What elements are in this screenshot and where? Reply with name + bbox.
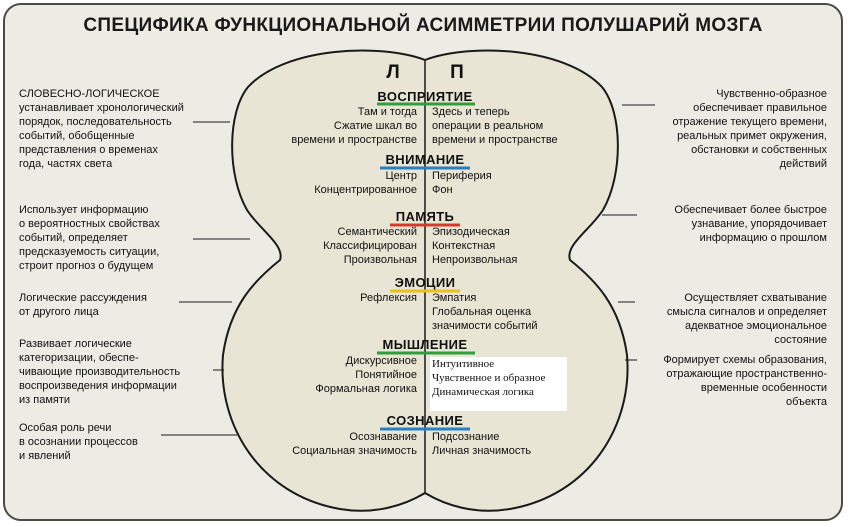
section-title-memory: ПАМЯТЬ xyxy=(345,209,505,224)
diagram-frame: СПЕЦИФИКА ФУНКЦИОНАЛЬНОЙ АСИММЕТРИИ ПОЛУ… xyxy=(3,3,843,521)
note-line: порядок, последовательность xyxy=(19,115,184,129)
note-line: устанавливает хронологический xyxy=(19,101,184,115)
consciousness-left-item: Осознавание xyxy=(292,430,417,444)
note-line: информацию о прошлом xyxy=(674,231,827,245)
memory-left-item: Классифицирован xyxy=(323,239,417,253)
attention-right-item: Фон xyxy=(432,183,492,197)
right-note-3: Осуществляет схватывание смысла сигналов… xyxy=(667,291,827,347)
left-note-3: Логические рассуждения от другого лица xyxy=(19,291,147,319)
note-line: действий xyxy=(672,157,827,171)
emotions-right-item: значимости событий xyxy=(432,319,538,333)
note-line: о вероятностных свойствах xyxy=(19,217,160,231)
memory-right-item: Контекстная xyxy=(432,239,517,253)
note-line: отражающие пространственно- xyxy=(663,367,827,381)
memory-left-item: Семантический xyxy=(323,225,417,239)
section-title-perception: ВОСПРИЯТИЕ xyxy=(345,89,505,104)
note-line: чивающие производительность xyxy=(19,365,180,379)
note-line: от другого лица xyxy=(19,305,147,319)
memory-left: Семантический Классифицирован Произвольн… xyxy=(323,225,417,267)
section-title-attention: ВНИМАНИЕ xyxy=(345,152,505,167)
note-line: обеспечивает правильное xyxy=(672,101,827,115)
note-line: Чувственно-образное xyxy=(672,87,827,101)
attention-right: Периферия Фон xyxy=(432,169,492,197)
note-line: событий, определяет xyxy=(19,231,160,245)
note-line: Формирует схемы образования, xyxy=(663,353,827,367)
attention-left-item: Центр xyxy=(314,169,417,183)
perception-left-item: Сжатие шкал во xyxy=(291,119,417,133)
note-line: объекта xyxy=(663,395,827,409)
note-line: Особая роль речи xyxy=(19,421,138,435)
note-line: Обеспечивает более быстрое xyxy=(674,203,827,217)
thinking-left: Дискурсивное Понятийное Формальная логик… xyxy=(315,354,417,396)
left-note-1: СЛОВЕСНО-ЛОГИЧЕСКОЕ устанавливает хронол… xyxy=(19,87,184,171)
note-line: реальных примет окружения, xyxy=(672,129,827,143)
note-line: узнавание, упорядочивает xyxy=(674,217,827,231)
left-note-5: Особая роль речи в осознании процессов и… xyxy=(19,421,138,463)
section-title-thinking: МЫШЛЕНИЕ xyxy=(345,337,505,352)
perception-right-item: времени и пространстве xyxy=(432,133,558,147)
memory-right-item: Эпизодическая xyxy=(432,225,517,239)
perception-right-item: операции в реальном xyxy=(432,119,558,133)
consciousness-right: Подсознание Личная значимость xyxy=(432,430,531,458)
note-line: представления о временах xyxy=(19,143,184,157)
emotions-right: Эмпатия Глобальная оценка значимости соб… xyxy=(432,291,538,333)
emotions-left-item: Рефлексия xyxy=(360,291,417,305)
thinking-left-item: Дискурсивное xyxy=(315,354,417,368)
emotions-left: Рефлексия xyxy=(360,291,417,305)
emotions-right-item: Эмпатия xyxy=(432,291,538,305)
consciousness-left-item: Социальная значимость xyxy=(292,444,417,458)
note-line: строит прогноз о будущем xyxy=(19,259,160,273)
note-line: предсказуемость ситуации, xyxy=(19,245,160,259)
emotions-right-item: Глобальная оценка xyxy=(432,305,538,319)
section-title-emotions: ЭМОЦИИ xyxy=(345,275,505,290)
thinking-right-item: Чувственное и образное xyxy=(432,371,545,385)
note-line: смысла сигналов и определяет xyxy=(667,305,827,319)
perception-left-item: Там и тогда xyxy=(291,105,417,119)
thinking-right-item: Динамическая логика xyxy=(432,385,545,399)
note-line: Осуществляет схватывание xyxy=(667,291,827,305)
note-line: Развивает логические xyxy=(19,337,180,351)
note-line: СЛОВЕСНО-ЛОГИЧЕСКОЕ xyxy=(19,87,184,101)
right-hemisphere-label: П xyxy=(442,62,472,84)
left-hemisphere-label: Л xyxy=(378,62,408,84)
section-title-consciousness: СОЗНАНИЕ xyxy=(345,413,505,428)
right-note-2: Обеспечивает более быстрое узнавание, уп… xyxy=(674,203,827,245)
memory-right: Эпизодическая Контекстная Непроизвольная xyxy=(432,225,517,267)
attention-left: Центр Концентрированное xyxy=(314,169,417,197)
perception-right-item: Здесь и теперь xyxy=(432,105,558,119)
thinking-left-item: Понятийное xyxy=(315,368,417,382)
thinking-left-item: Формальная логика xyxy=(315,382,417,396)
attention-right-item: Периферия xyxy=(432,169,492,183)
note-line: адекватное эмоциональное xyxy=(667,319,827,333)
memory-left-item: Произвольная xyxy=(323,253,417,267)
attention-left-item: Концентрированное xyxy=(314,183,417,197)
note-line: категоризации, обеспе- xyxy=(19,351,180,365)
note-line: отражение текущего времени, xyxy=(672,115,827,129)
consciousness-left: Осознавание Социальная значимость xyxy=(292,430,417,458)
note-line: событий, обобщенные xyxy=(19,129,184,143)
left-note-2: Использует информацию о вероятностных св… xyxy=(19,203,160,273)
right-note-4: Формирует схемы образования, отражающие … xyxy=(663,353,827,409)
note-line: обстановки и собственных xyxy=(672,143,827,157)
thinking-right: Интуитивное Чувственное и образное Динам… xyxy=(432,357,545,399)
perception-left: Там и тогда Сжатие шкал во времени и про… xyxy=(291,105,417,147)
note-line: Логические рассуждения xyxy=(19,291,147,305)
note-line: и явлений xyxy=(19,449,138,463)
perception-right: Здесь и теперь операции в реальном време… xyxy=(432,105,558,147)
thinking-right-item: Интуитивное xyxy=(432,357,545,371)
note-line: Использует информацию xyxy=(19,203,160,217)
note-line: временные особенности xyxy=(663,381,827,395)
note-line: воспроизведения информации xyxy=(19,379,180,393)
note-line: года, частях света xyxy=(19,157,184,171)
consciousness-right-item: Личная значимость xyxy=(432,444,531,458)
consciousness-right-item: Подсознание xyxy=(432,430,531,444)
left-note-4: Развивает логические категоризации, обес… xyxy=(19,337,180,407)
note-line: из памяти xyxy=(19,393,180,407)
perception-left-item: времени и пространстве xyxy=(291,133,417,147)
note-line: в осознании процессов xyxy=(19,435,138,449)
memory-right-item: Непроизвольная xyxy=(432,253,517,267)
right-note-1: Чувственно-образное обеспечивает правиль… xyxy=(672,87,827,171)
note-line: состояние xyxy=(667,333,827,347)
